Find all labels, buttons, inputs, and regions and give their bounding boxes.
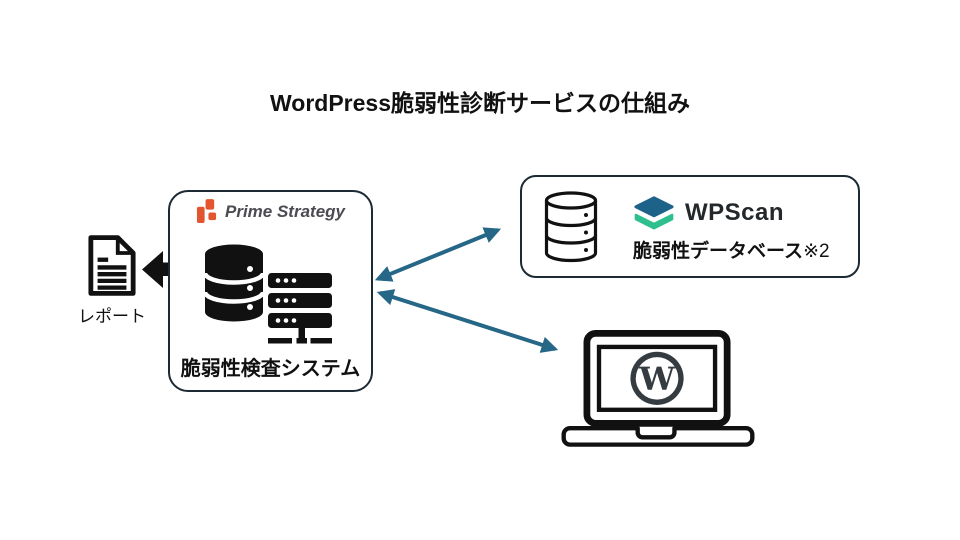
scanner-box-label: 脆弱性検査システム — [180, 358, 361, 380]
wpscan-content: WPScan 脆弱性データベース※2 — [633, 196, 830, 263]
report-group: レポート — [74, 234, 150, 327]
database-icon — [204, 244, 264, 322]
report-label: レポート — [78, 307, 146, 326]
wordpress-laptop-icon: W — [561, 330, 755, 447]
wpscan-logo: WPScan — [633, 196, 830, 230]
wpscan-label-note: ※2 — [803, 241, 830, 262]
wordpress-monogram: W — [638, 360, 676, 398]
wpscan-label-text: 脆弱性データベース — [633, 241, 804, 262]
server-icon — [268, 273, 332, 344]
prime-strategy-icon — [196, 199, 217, 223]
scanner-box: Prime Strategy 脆弱性検査システム — [168, 190, 373, 392]
wpscan-layers-icon — [634, 196, 674, 230]
report-arrow-icon — [142, 251, 190, 288]
document-icon — [88, 235, 136, 296]
wpscan-wordmark: WPScan — [685, 199, 785, 226]
page-title: WordPress脆弱性診断サービスの仕組み — [269, 90, 690, 116]
wpscan-box: WPScan 脆弱性データベース※2 — [520, 175, 860, 278]
prime-strategy-wordmark: Prime Strategy — [225, 201, 345, 221]
prime-strategy-logo: Prime Strategy — [196, 199, 345, 224]
arrow-scanner-website — [376, 289, 559, 353]
arrow-scanner-wpscan — [374, 227, 502, 282]
wpscan-box-label: 脆弱性データベース※2 — [633, 236, 830, 263]
database-outline-icon — [544, 191, 598, 263]
